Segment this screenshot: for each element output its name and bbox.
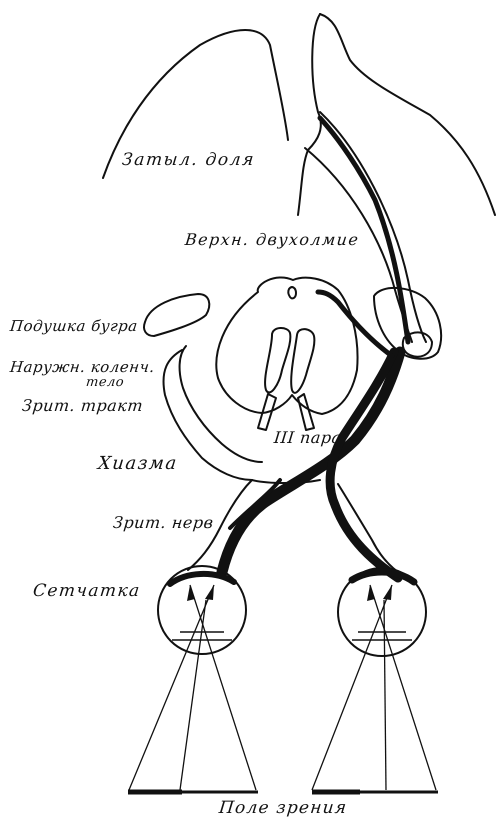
label-optic-tract: Зрит. тракт (21, 398, 144, 414)
label-optic-nerve: Зрит. нерв (112, 515, 214, 531)
label-chiasm: Хиазма (97, 455, 179, 473)
left-pulvinar (144, 294, 209, 336)
medial-occipital-surface (298, 14, 321, 215)
label-occipital-lobe: Затыл. доля (121, 152, 256, 169)
label-retina: Сетчатка (32, 583, 141, 600)
label-pulvinar: Подушка бугра (9, 319, 138, 334)
left-eye-retina-arc (170, 574, 234, 584)
oculomotor-nucleus-left (265, 328, 290, 392)
label-lateral-geniculate: Наружн. коленч. (9, 360, 155, 375)
ray-right-3 (384, 600, 386, 790)
arrowhead-left-1 (205, 585, 214, 600)
oculomotor-nerve-right (298, 394, 314, 430)
arrowhead-right-1 (383, 585, 392, 600)
label-superior-colliculus: Верхн. двухолмие (184, 232, 360, 248)
right-eye-retina-arc (352, 572, 414, 582)
optic-radiation-outer (320, 112, 426, 342)
left-crossing-into-chiasm (230, 480, 280, 528)
label-lateral-geniculate-2: тело (85, 376, 124, 389)
right-tract-to-colliculus (318, 292, 392, 356)
right-hemisphere (320, 14, 495, 215)
label-third-nerve: III пара (273, 430, 342, 446)
oculomotor-nucleus-right (291, 329, 314, 393)
ray-left-3 (180, 600, 206, 790)
ray-left-1 (129, 585, 214, 790)
label-visual-field: Поле зрения (218, 800, 348, 817)
cerebral-aqueduct (288, 287, 296, 298)
